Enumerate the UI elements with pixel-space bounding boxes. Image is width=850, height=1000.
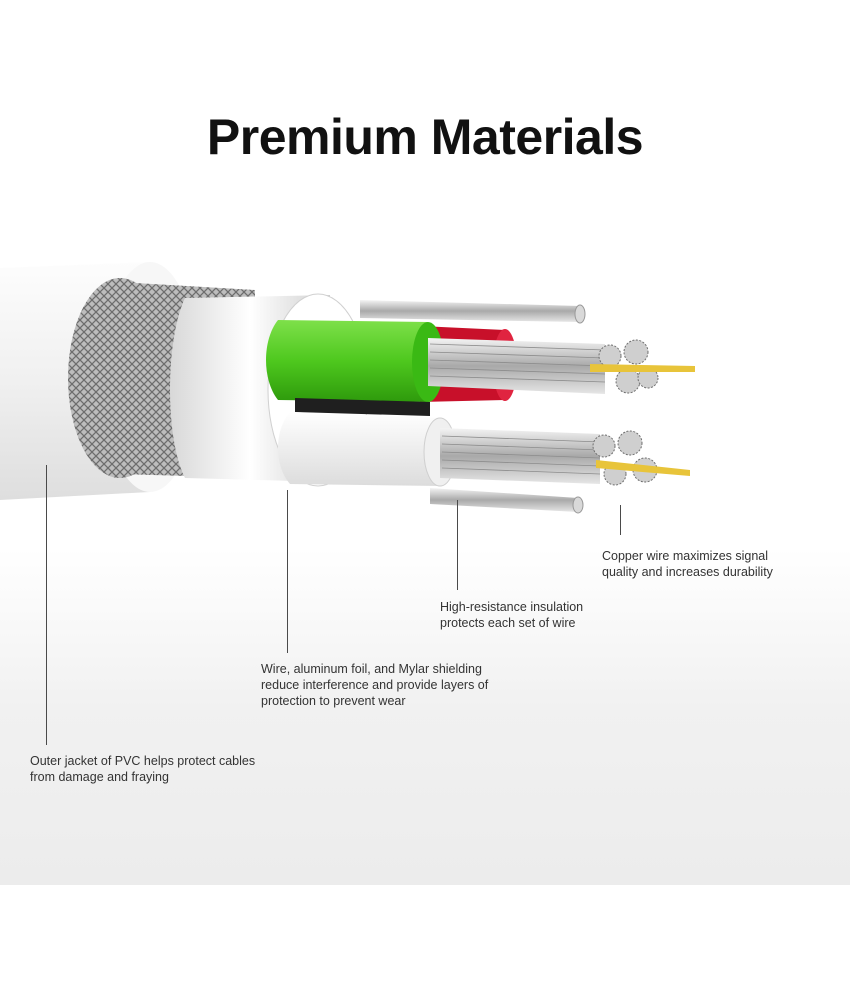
copper-leader-line (620, 505, 621, 535)
green-insulated-wire (266, 320, 695, 402)
callout-outer-jacket: Outer jacket of PVC helps protect cables… (30, 753, 255, 785)
callout-shielding-line-3: protection to prevent wear (261, 694, 406, 708)
drain-strand-bottom (430, 488, 584, 514)
callout-shielding-line-1: Wire, aluminum foil, and Mylar shielding (261, 662, 482, 676)
callout-jacket-line-1: Outer jacket of PVC helps protect cables (30, 754, 256, 768)
callout-shielding-line-2: reduce interference and provide layers o… (261, 678, 489, 692)
callout-copper-wire: Copper wire maximizes signal quality and… (602, 548, 773, 580)
callout-copper-line-2: quality and increases durability (602, 565, 773, 579)
callout-insulation-line-2: protects each set of wire (440, 616, 576, 630)
inner-gap (295, 398, 430, 416)
insulation-leader-line (457, 500, 458, 590)
callout-insulation: High-resistance insulation protects each… (440, 599, 583, 631)
cable-cross-section-illustration (0, 262, 695, 514)
drain-strand-top (360, 300, 586, 324)
white-insulated-wire (278, 412, 690, 487)
page-title: Premium Materials (206, 109, 644, 165)
callout-insulation-line-1: High-resistance insulation (440, 600, 584, 614)
callout-shielding: Wire, aluminum foil, and Mylar shielding… (261, 661, 488, 709)
callout-jacket-line-2: from damage and fraying (30, 770, 169, 784)
jacket-leader-line (46, 465, 47, 745)
shielding-leader-line (287, 490, 288, 653)
callout-copper-line-1: Copper wire maximizes signal (602, 549, 769, 563)
